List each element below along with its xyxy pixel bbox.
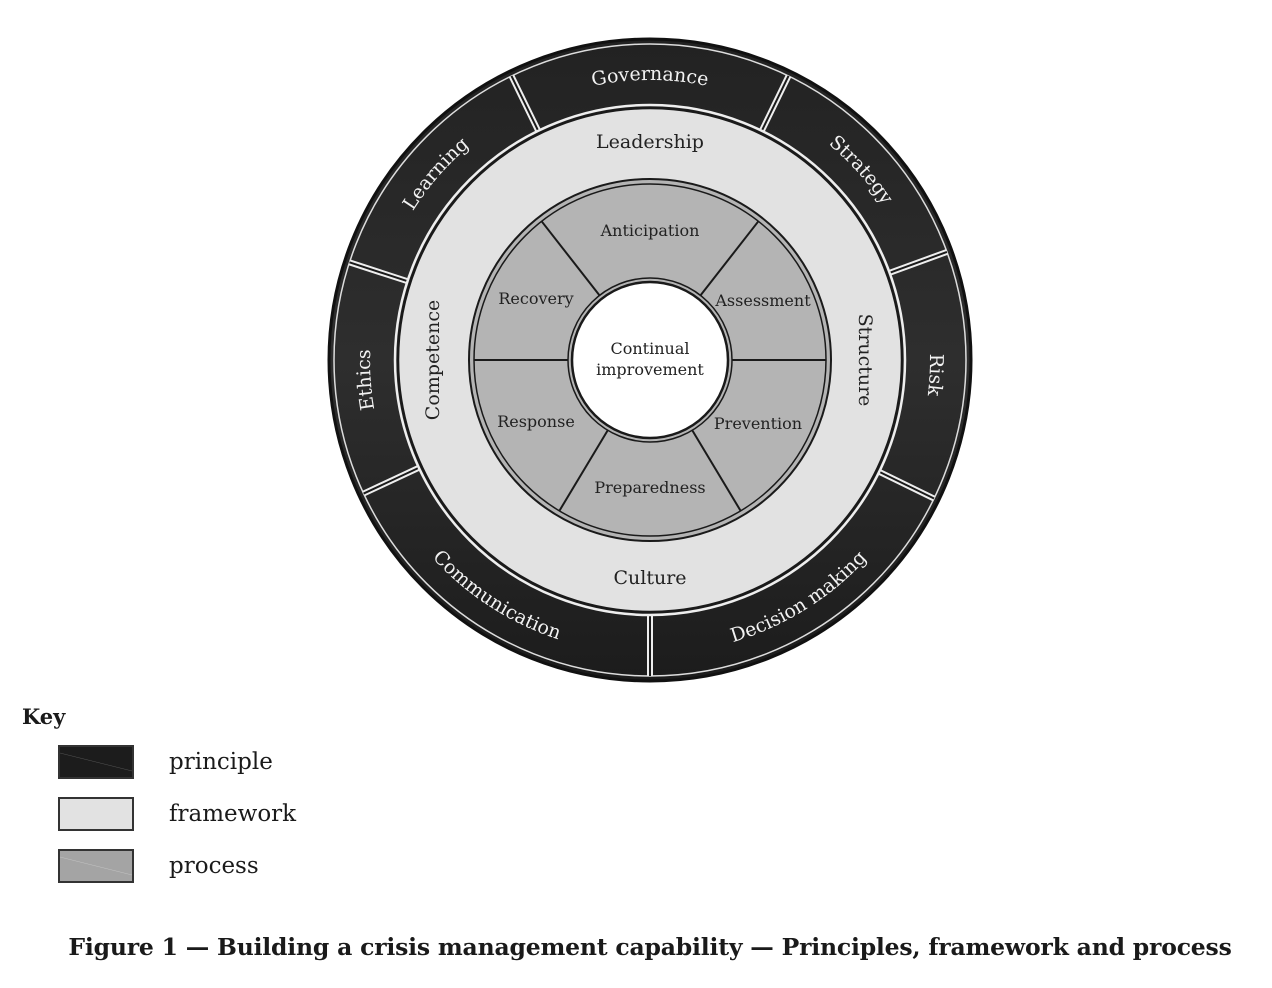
key-label: principle — [169, 749, 273, 775]
principle-ring-inner-line — [393, 103, 907, 617]
principle-label: Risk — [923, 354, 947, 398]
figure-caption: Figure 1 — Building a crisis management … — [68, 933, 1232, 961]
process-divider — [540, 220, 601, 296]
framework-label-top: Leadership — [596, 131, 704, 153]
process-divider — [699, 220, 760, 296]
process-label-preparedness: Preparedness — [594, 478, 705, 497]
principle-divider-core — [878, 470, 935, 500]
framework-label-right: Structure — [854, 314, 876, 407]
center-circle — [570, 280, 730, 440]
key-item-principle: principle — [58, 745, 273, 779]
principle-divider-core — [889, 250, 948, 274]
key-label: process — [169, 853, 259, 879]
framework-swatch — [58, 797, 134, 831]
framework-label-bottom: Culture — [613, 567, 686, 589]
process-dividers — [474, 220, 826, 512]
principle-divider-core — [363, 466, 420, 495]
principle-label-text: Risk — [923, 354, 947, 398]
center-label-line1: Continual — [611, 339, 690, 358]
rings — [327, 37, 973, 683]
center-label-line2: improvement — [596, 360, 704, 379]
process-label-response: Response — [497, 412, 575, 431]
key-item-process: process — [58, 849, 259, 883]
process-divider — [691, 429, 742, 512]
process-divider — [558, 429, 609, 512]
key-item-framework: framework — [58, 797, 296, 831]
framework-label-left: Competence — [422, 300, 444, 420]
principle-dividers — [348, 74, 948, 676]
principle-label-text: Ethics — [353, 349, 379, 412]
principle-divider-core — [510, 75, 540, 132]
principle-label: Ethics — [353, 349, 379, 412]
center-circle-outer-border — [567, 277, 733, 443]
principle-divider-core — [760, 75, 790, 132]
key-label: framework — [169, 801, 297, 827]
process-label-prevention: Prevention — [714, 414, 802, 433]
process-label-assessment: Assessment — [714, 291, 811, 310]
principle-swatch — [58, 745, 134, 779]
process-swatch — [58, 849, 134, 883]
key-title: Key — [22, 704, 66, 729]
process-label-recovery: Recovery — [498, 289, 573, 308]
process-label-anticipation: Anticipation — [600, 221, 700, 240]
principle-divider-core — [349, 261, 408, 283]
